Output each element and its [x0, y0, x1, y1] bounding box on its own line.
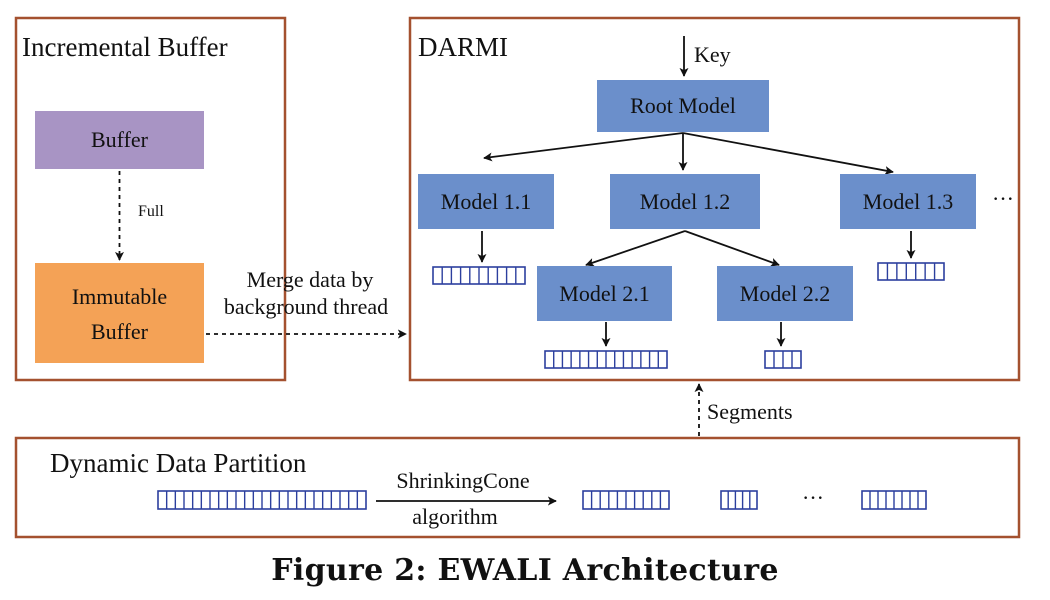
full-label: Full: [138, 203, 164, 220]
immutable-buffer-label-line1: Immutable: [72, 284, 167, 309]
immutable-buffer-label-line2: Buffer: [91, 319, 149, 344]
model-1-1-label: Model 1.1: [441, 189, 531, 214]
ewali-architecture-diagram: Incremental Buffer Buffer Full Immutable…: [14, 16, 1021, 539]
model-1-1-box: [418, 174, 554, 229]
dynamic-data-partition-panel: Dynamic Data Partition ShrinkingCone alg…: [14, 436, 1021, 539]
models-ellipsis: ···: [992, 186, 1014, 211]
leaf-array-m11: [432, 266, 526, 285]
segment-array-3: [861, 490, 927, 510]
leaf-array-m13: [877, 262, 945, 281]
segments-ellipsis: ···: [802, 485, 824, 510]
buffer-box: [35, 111, 204, 169]
darmi-border: [408, 16, 1021, 382]
edge-root-m11: [483, 132, 684, 162]
leaf-array-m21: [544, 350, 668, 369]
segment-array-2: [720, 490, 758, 510]
key-label: Key: [694, 42, 731, 67]
edge-m12-m22: [684, 230, 780, 267]
figure-caption: Figure 2: EWALI Architecture: [271, 553, 779, 588]
merge-label-line2: background thread: [224, 294, 388, 319]
edge-root-m13: [682, 132, 894, 175]
array-outline: [720, 490, 758, 510]
buffer-label: Buffer: [91, 127, 149, 152]
incremental-buffer-border: [14, 16, 287, 382]
partition-title: Dynamic Data Partition: [50, 448, 307, 478]
incremental-buffer-title: Incremental Buffer: [22, 32, 228, 62]
model-2-2-label: Model 2.2: [740, 281, 830, 306]
model-1-3-box: [840, 174, 976, 229]
segment-array-1: [582, 490, 670, 510]
incremental-buffer-panel: Incremental Buffer Buffer Full Immutable…: [14, 16, 287, 382]
model-2-1-box: [537, 266, 672, 321]
shrinkingcone-label-line2: algorithm: [412, 504, 498, 529]
shrinkingcone-label-line1: ShrinkingCone: [396, 468, 529, 493]
root-model-box: [597, 80, 769, 132]
partition-input-array: [157, 490, 367, 510]
model-1-3-label: Model 1.3: [863, 189, 953, 214]
immutable-buffer-box: [35, 263, 204, 363]
darmi-panel: DARMI Key Root Model Model 1.1 Model 1.2…: [408, 16, 1021, 382]
edge-m12-m21: [585, 230, 686, 267]
merge-label-line1: Merge data by: [247, 267, 374, 292]
model-2-1-label: Model 2.1: [559, 281, 649, 306]
leaf-array-m22: [764, 350, 802, 369]
model-1-2-label: Model 1.2: [640, 189, 730, 214]
full-label-bg: [134, 199, 176, 223]
partition-border: [14, 436, 1021, 539]
segments-label: Segments: [707, 399, 793, 424]
darmi-title: DARMI: [418, 32, 508, 62]
array-outline: [877, 262, 945, 281]
root-model-label: Root Model: [630, 93, 736, 118]
model-2-2-box: [717, 266, 853, 321]
model-1-2-box: [610, 174, 760, 229]
